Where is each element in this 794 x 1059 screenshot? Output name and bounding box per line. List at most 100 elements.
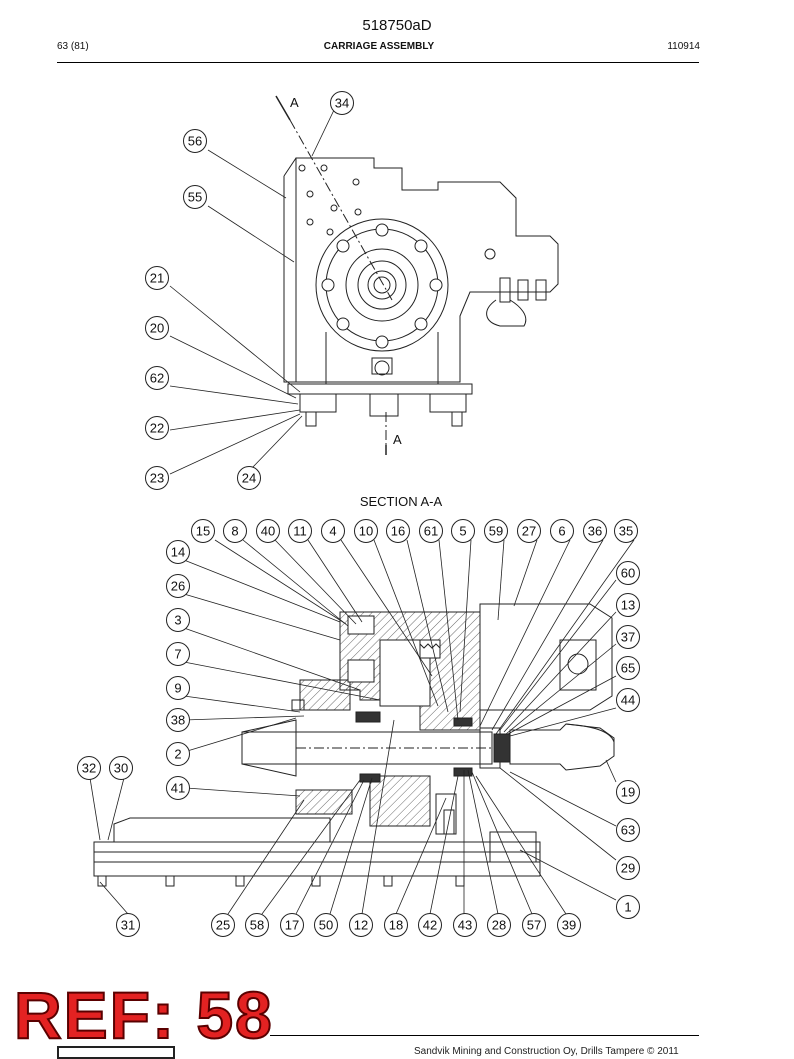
callout-label: 27 (522, 524, 536, 539)
callout-circle (354, 519, 378, 543)
callout-label: 19 (621, 785, 635, 800)
callout-circle (550, 519, 574, 543)
callout-circle (166, 642, 190, 666)
callout-circle (487, 913, 511, 937)
callout-circle (314, 913, 338, 937)
callout-label: 31 (121, 918, 135, 933)
callout-circle (256, 519, 280, 543)
callout-label: 36 (588, 524, 602, 539)
callout-label: 32 (82, 761, 96, 776)
callout-label: 60 (621, 566, 635, 581)
callout-label: 22 (150, 421, 164, 436)
callout-circle (330, 91, 354, 115)
callout-circle (191, 519, 215, 543)
callout-label: 56 (188, 134, 202, 149)
callout-circle (145, 366, 169, 390)
callout-label: 63 (621, 823, 635, 838)
callout-label: 9 (174, 681, 181, 696)
callout-circle (583, 519, 607, 543)
callout-circle (145, 416, 169, 440)
callout-circle (166, 742, 190, 766)
date-code: 110914 (667, 41, 700, 52)
callout-label: 20 (150, 321, 164, 336)
callout-circle (616, 688, 640, 712)
footer-copyright: Sandvik Mining and Construction Oy, Dril… (414, 1046, 679, 1057)
footer-rule (270, 1035, 699, 1036)
callout-circle (321, 519, 345, 543)
callout-circle (145, 466, 169, 490)
callout-label: 7 (174, 647, 181, 662)
doc-number: 518750aD (362, 17, 432, 34)
callout-circle (616, 561, 640, 585)
callout-circle (419, 519, 443, 543)
callout-label: 15 (196, 524, 210, 539)
callout-circle (223, 519, 247, 543)
carriage-end-view (275, 95, 559, 455)
callout-label: 5 (459, 524, 466, 539)
callout-circle (614, 519, 638, 543)
callout-circle (453, 913, 477, 937)
callout-label: 14 (171, 545, 185, 560)
callout-circle (557, 913, 581, 937)
callout-circle (418, 913, 442, 937)
callout-circle (484, 519, 508, 543)
callout-circle (166, 540, 190, 564)
svg-text:A: A (393, 432, 402, 447)
callout-circle (166, 676, 190, 700)
callout-circle (166, 574, 190, 598)
header-rule (57, 62, 699, 63)
callout-label: 3 (174, 613, 181, 628)
callout-label: 21 (150, 271, 164, 286)
callout-label: 28 (492, 918, 506, 933)
callout-label: 4 (329, 524, 336, 539)
callout-label: 50 (319, 918, 333, 933)
callout-label: 37 (621, 630, 635, 645)
callout-label: 61 (424, 524, 438, 539)
callout-label: 2 (174, 747, 181, 762)
callout-label: 30 (114, 761, 128, 776)
callout-label: 43 (458, 918, 472, 933)
callout-label: 12 (354, 918, 368, 933)
callout-circle (384, 913, 408, 937)
callout-label: 41 (171, 781, 185, 796)
leader-lines (89, 109, 635, 915)
callout-label: 42 (423, 918, 437, 933)
callout-circle (245, 913, 269, 937)
callout-circle (280, 913, 304, 937)
callout-circle (237, 466, 261, 490)
ref-stamp: REF: 58 (13, 978, 274, 1052)
callout-label: 23 (150, 471, 164, 486)
callout-label: 55 (188, 190, 202, 205)
callout-circle (522, 913, 546, 937)
callout-circle (145, 316, 169, 340)
callout-circle (349, 913, 373, 937)
callout-label: 8 (231, 524, 238, 539)
callout-circle (183, 185, 207, 209)
callout-label: 57 (527, 918, 541, 933)
callout-circle (616, 656, 640, 680)
callout-label: 10 (359, 524, 373, 539)
carriage-section-view (93, 603, 615, 887)
callout-circle (166, 708, 190, 732)
callout-label: 59 (489, 524, 503, 539)
callout-circle (116, 913, 140, 937)
callout-label: 44 (621, 693, 635, 708)
svg-text:A: A (290, 95, 299, 110)
callout-label: 26 (171, 579, 185, 594)
callout-circle (183, 129, 207, 153)
callout-circle (616, 593, 640, 617)
section-title: SECTION A-A (359, 494, 443, 509)
callout-circle (77, 756, 101, 780)
callout-circle (616, 818, 640, 842)
callout-label: 25 (216, 918, 230, 933)
callout-label: 6 (558, 524, 565, 539)
callout-circle (166, 608, 190, 632)
callout-label: 39 (562, 918, 576, 933)
callout-circle (616, 625, 640, 649)
callout-circle (616, 895, 640, 919)
callout-circle (386, 519, 410, 543)
callout-circle (616, 856, 640, 880)
callout-label: 16 (391, 524, 405, 539)
